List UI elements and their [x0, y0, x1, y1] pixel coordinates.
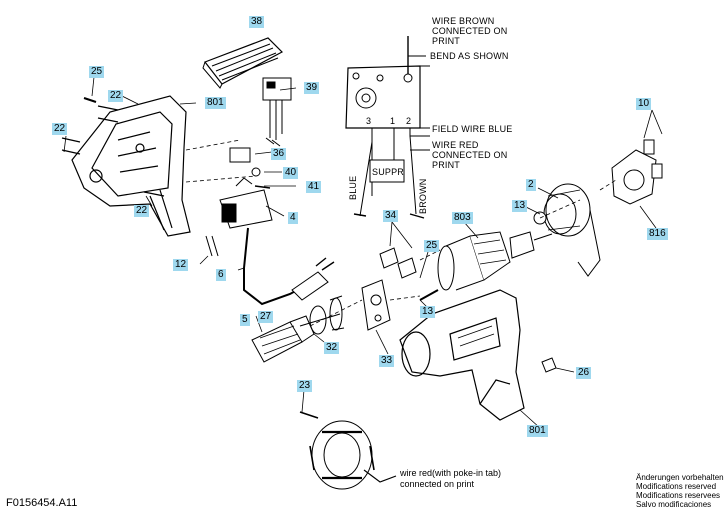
callout-801: 801 [205, 97, 226, 109]
spacer-part [541, 357, 557, 373]
wire-red-note: WIRE RED CONNECTED ON PRINT [432, 140, 507, 170]
armature-part [419, 231, 553, 301]
gear-part [299, 295, 345, 335]
note-line: connected on print [400, 479, 475, 489]
callout-5: 5 [240, 314, 250, 326]
switch-cover-part [202, 37, 283, 89]
note-line: PRINT [432, 36, 460, 46]
notice-line: Änderungen vorbehalten [636, 473, 724, 482]
callout-22: 22 [108, 90, 124, 102]
housing-half-right [399, 289, 525, 421]
notice-line: Modifications reserved [636, 482, 717, 491]
callout-25: 25 [89, 66, 105, 78]
wire-brown-note: WIRE BROWN CONNECTED ON PRINT [432, 16, 507, 46]
stator-wire-note: wire red(with poke-in tab) connected on … [400, 468, 501, 490]
callout-38: 38 [249, 16, 265, 28]
callout-2: 2 [526, 179, 536, 191]
wiring-schematic [345, 36, 430, 219]
callout-27: 27 [258, 311, 274, 323]
callout-803: 803 [452, 212, 473, 224]
note-line: CONNECTED ON [432, 150, 508, 160]
callout-13: 13 [512, 200, 528, 212]
switch-part [262, 77, 292, 147]
suppressor-label: SUPPR [372, 167, 405, 177]
stator-coil-part [299, 411, 397, 490]
switch-assembly-part [219, 147, 273, 229]
modifications-notice: Änderungen vorbehalten Modifications res… [636, 473, 724, 509]
callout-25: 25 [424, 240, 440, 252]
blue-wire-label: BLUE [348, 175, 358, 200]
callout-41: 41 [306, 181, 322, 193]
callout-4: 4 [288, 212, 298, 224]
callout-34: 34 [383, 210, 399, 222]
chuck-part [251, 315, 315, 363]
callout-26: 26 [576, 367, 592, 379]
callout-816: 816 [647, 228, 668, 240]
figure-id: F0156454.A11 [6, 497, 78, 509]
notice-line: Salvo modificaciones [636, 500, 712, 509]
brush-holder-part [611, 139, 663, 205]
field-wire-note: FIELD WIRE BLUE [432, 124, 513, 134]
note-line: wire red(with poke-in tab) [400, 468, 502, 478]
leader-lines [63, 76, 663, 429]
terminal-2: 2 [406, 116, 412, 126]
callout-39: 39 [304, 82, 320, 94]
note-line: WIRE RED [432, 140, 479, 150]
terminal-3: 3 [366, 116, 372, 126]
bend-note: BEND AS SHOWN [430, 51, 509, 61]
callout-36: 36 [271, 148, 287, 160]
bearing-plate-part [361, 279, 391, 331]
callout-6: 6 [216, 269, 226, 281]
callout-22: 22 [134, 205, 150, 217]
callout-801: 801 [527, 425, 548, 437]
note-line: PRINT [432, 160, 460, 170]
brown-wire-label: BROWN [418, 178, 428, 215]
note-line: WIRE BROWN [432, 16, 495, 26]
callout-40: 40 [283, 167, 299, 179]
note-line: CONNECTED ON [432, 26, 508, 36]
brush-parts [379, 247, 417, 279]
terminal-1: 1 [390, 116, 396, 126]
callout-23: 23 [297, 380, 313, 392]
callout-32: 32 [324, 342, 340, 354]
callout-13: 13 [420, 306, 436, 318]
callout-33: 33 [379, 355, 395, 367]
screws [61, 97, 271, 197]
callout-22: 22 [52, 123, 68, 135]
callout-10: 10 [636, 98, 652, 110]
field-stator-part [543, 183, 601, 277]
housing-half-left [71, 95, 191, 237]
notice-line: Modifications reservees [636, 491, 721, 500]
callout-12: 12 [173, 259, 189, 271]
cord-and-plug [205, 227, 335, 306]
assembly-lines [185, 139, 617, 327]
